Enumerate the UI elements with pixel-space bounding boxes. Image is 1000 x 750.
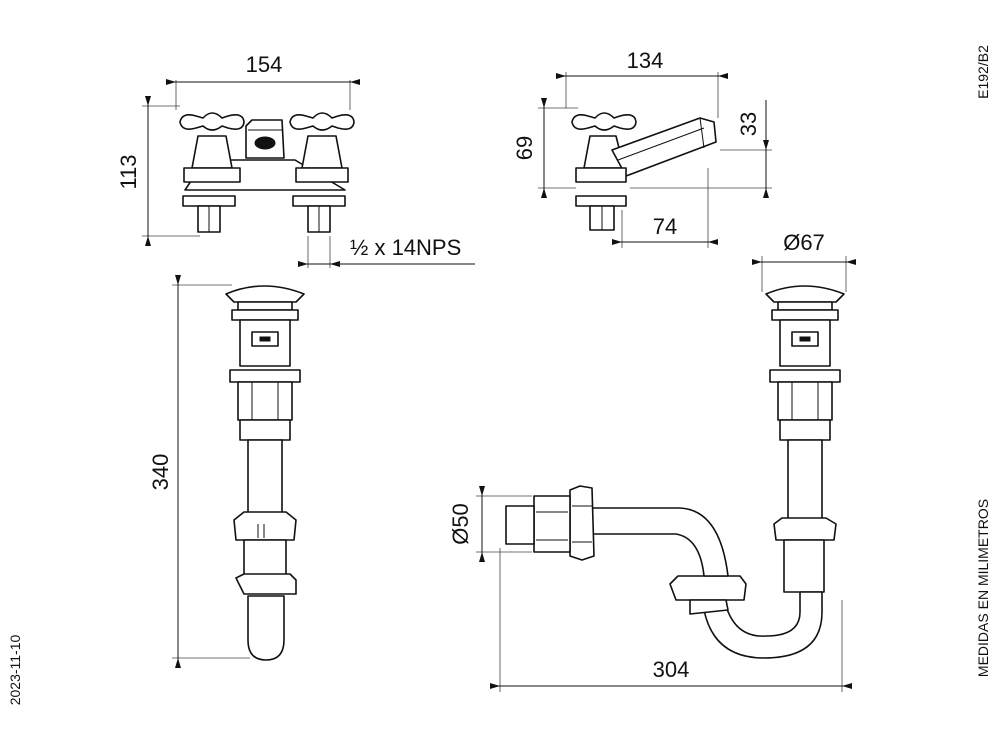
dim-74: 74 — [653, 214, 677, 239]
basin-faucet-drawing — [142, 79, 475, 268]
dim-154: 154 — [246, 52, 283, 77]
dim-diam-67: Ø67 — [783, 230, 825, 255]
left-handle — [179, 112, 245, 233]
dim-340: 340 — [148, 454, 173, 491]
dim-304: 304 — [653, 657, 690, 682]
drain-trap-drawing — [476, 256, 856, 692]
center-spout — [245, 119, 285, 159]
dim-diam-50: Ø50 — [448, 503, 473, 545]
single-tap-drawing — [538, 72, 772, 248]
drawing-date: 2023-11-10 — [7, 635, 23, 706]
dim-113: 113 — [116, 154, 141, 189]
dim-134: 134 — [627, 48, 664, 73]
drain-side-drawing — [172, 275, 305, 668]
units-note: MEDIDAS EN MILIMETROS — [975, 499, 991, 677]
dim-69: 69 — [512, 136, 537, 160]
drawing-code: E192/B2 — [975, 45, 991, 99]
dim-thread: ½ x 14NPS — [350, 235, 461, 260]
right-handle — [289, 112, 355, 233]
dim-33: 33 — [736, 112, 761, 136]
